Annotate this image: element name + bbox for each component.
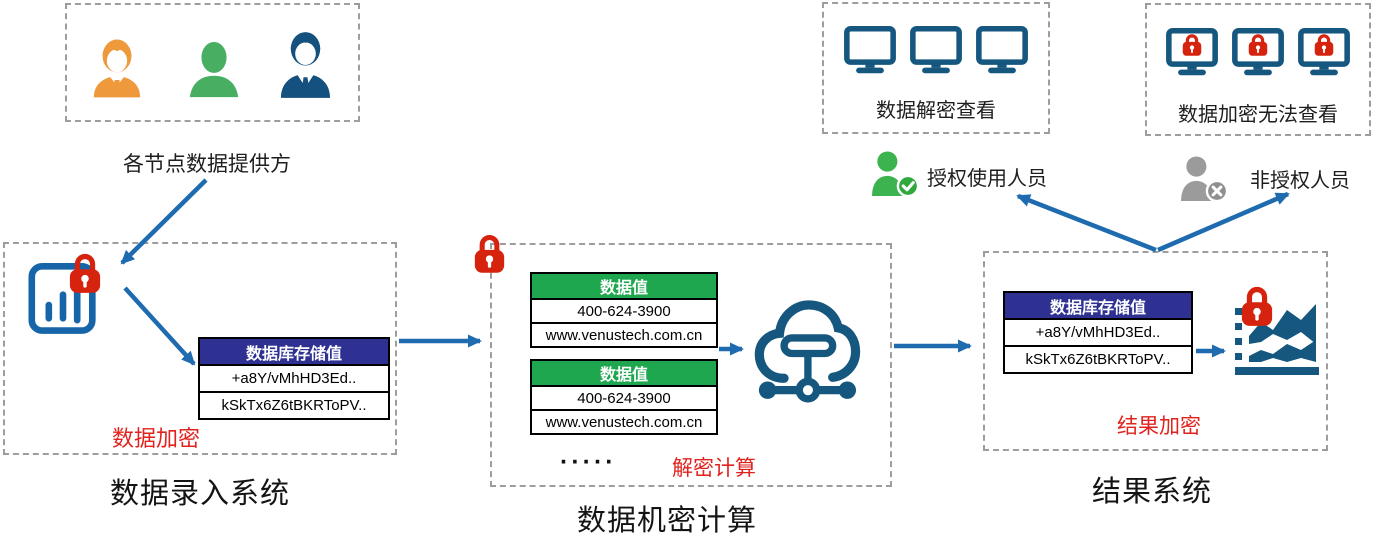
encrypt-noview-label: 数据加密无法查看: [1178, 104, 1338, 126]
table-header: 数据值: [530, 359, 718, 387]
monitor-icon: [976, 26, 1028, 74]
table-row: +a8Y/vMhHD3Ed..: [1003, 318, 1193, 347]
ellipsis: ·····: [560, 448, 617, 476]
table-row: 400-624-3900: [530, 385, 718, 411]
person-orange-icon: [93, 39, 141, 98]
arrow-result-to-authorized: [1016, 193, 1157, 253]
table-header: 数据库存储值: [1003, 291, 1193, 320]
lock-icon: [1241, 286, 1273, 326]
monitor-icon: [910, 26, 962, 74]
decrypt-compute-tag: 解密计算: [672, 457, 756, 480]
authorized-person-icon: [872, 151, 920, 197]
table-row: www.venustech.com.cn: [530, 409, 718, 435]
monitor-lock-icon: [1166, 28, 1218, 76]
decrypt-view-box: 数据解密查看: [822, 2, 1050, 134]
monitor-row: [824, 26, 1048, 76]
data-value-table-1: 数据值 400-624-3900 www.venustech.com.cn: [530, 272, 718, 348]
monitor-icon: [844, 26, 896, 74]
result-encrypt-tag: 结果加密: [1117, 415, 1201, 438]
providers-box: [65, 3, 360, 122]
providers-label: 各节点数据提供方: [123, 153, 291, 176]
person-green-icon: [189, 41, 239, 98]
cloud-network-icon: [754, 300, 861, 403]
area-chart-icon: [1235, 304, 1319, 375]
entry-stored-values-table: 数据库存储值 +a8Y/vMhHD3Ed.. kSkTx6Z6tBKRToPV.…: [198, 337, 390, 420]
monitor-lock-icon: [1232, 28, 1284, 76]
table-row: www.venustech.com.cn: [530, 322, 718, 348]
table-row: 400-624-3900: [530, 298, 718, 324]
table-row: +a8Y/vMhHD3Ed..: [198, 364, 390, 393]
result-stored-values-table: 数据库存储值 +a8Y/vMhHD3Ed.. kSkTx6Z6tBKRToPV.…: [1003, 291, 1193, 374]
table-header: 数据值: [530, 272, 718, 300]
data-encrypt-tag: 数据加密: [112, 426, 201, 451]
result-system-title: 结果系统: [1092, 476, 1213, 508]
table-header: 数据库存储值: [198, 337, 390, 366]
table-row: kSkTx6Z6tBKRToPV..: [198, 391, 390, 420]
lock-icon: [474, 235, 505, 273]
authorized-label: 授权使用人员: [927, 168, 1047, 190]
lock-icon: [69, 253, 101, 293]
computing-title: 数据机密计算: [577, 505, 758, 534]
encrypt-noview-box: 数据加密无法查看: [1145, 3, 1371, 136]
arrow-result-to-unauthorized: [1157, 191, 1290, 253]
person-navy-icon: [280, 32, 331, 98]
decrypt-view-label: 数据解密查看: [876, 100, 996, 122]
unauthorized-label: 非授权人员: [1250, 170, 1350, 192]
entry-system-title: 数据录入系统: [110, 478, 291, 510]
monitor-lock-icon: [1298, 28, 1350, 76]
table-row: kSkTx6Z6tBKRToPV..: [1003, 345, 1193, 374]
monitor-row: [1147, 28, 1369, 78]
unauthorized-person-icon: [1181, 156, 1229, 202]
check-badge: [896, 174, 920, 197]
data-value-table-2: 数据值 400-624-3900 www.venustech.com.cn: [530, 359, 718, 435]
